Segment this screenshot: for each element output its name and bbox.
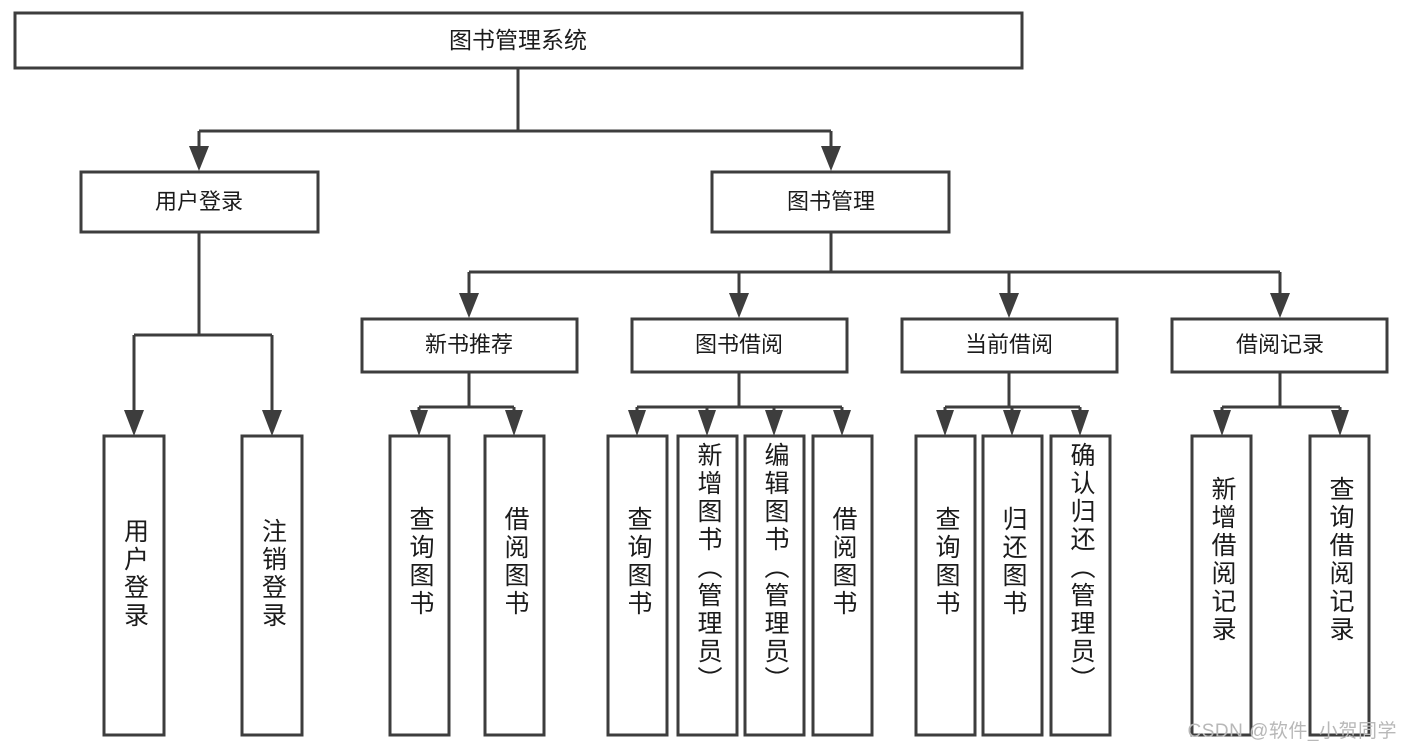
leaf-box-query-book-1[interactable] [388,434,451,737]
node-root-label: 图书管理系统 [449,27,587,53]
node-user-login[interactable]: 用户登录 [79,170,320,234]
node-book-borrow[interactable]: 图书借阅 [630,317,849,374]
node-book-manage[interactable]: 图书管理 [710,170,951,234]
leaf-box-add-record[interactable] [1190,434,1253,737]
leaf-box-edit-book[interactable] [743,434,806,737]
leaf-box-add-book[interactable] [676,434,739,737]
node-root[interactable]: 图书管理系统 [13,11,1024,70]
connector-bookborrow-to-leaves [628,372,851,436]
leaf-box-query-book-2[interactable] [606,434,669,737]
connector-borrowrecord-to-leaves [1213,372,1349,436]
leaf-box-borrow-book-2[interactable] [811,434,874,737]
node-user-login-label: 用户登录 [155,189,243,214]
leaf-box-borrow-book-1[interactable] [483,434,546,737]
watermark: CSDN @软件_小贺同学 [1187,721,1397,742]
leaf-box-query-book-3[interactable] [914,434,977,737]
connector-currentborrow-to-leaves [936,372,1089,436]
node-new-book-recommend[interactable]: 新书推荐 [360,317,579,374]
leaf-box-group [102,434,1371,737]
node-current-borrow[interactable]: 当前借阅 [900,317,1119,374]
node-new-book-recommend-label: 新书推荐 [425,332,513,357]
leaf-box-return-book[interactable] [981,434,1044,737]
leaf-box-user-login[interactable] [102,434,166,737]
leaf-box-confirm-return[interactable] [1049,434,1112,737]
leaf-box-user-logout[interactable] [240,434,304,737]
leaf-box-query-record[interactable] [1308,434,1371,737]
connector-bookmanage-to-level3 [459,232,1290,318]
node-book-borrow-label: 图书借阅 [695,332,783,357]
node-current-borrow-label: 当前借阅 [965,332,1053,357]
connector-userlogin-to-leaves [124,232,282,436]
node-book-manage-label: 图书管理 [787,189,875,214]
node-borrow-record-label: 借阅记录 [1236,332,1324,357]
node-borrow-record[interactable]: 借阅记录 [1170,317,1389,374]
connector-newbook-to-leaves [410,372,523,436]
connector-root-to-level2 [189,68,841,171]
